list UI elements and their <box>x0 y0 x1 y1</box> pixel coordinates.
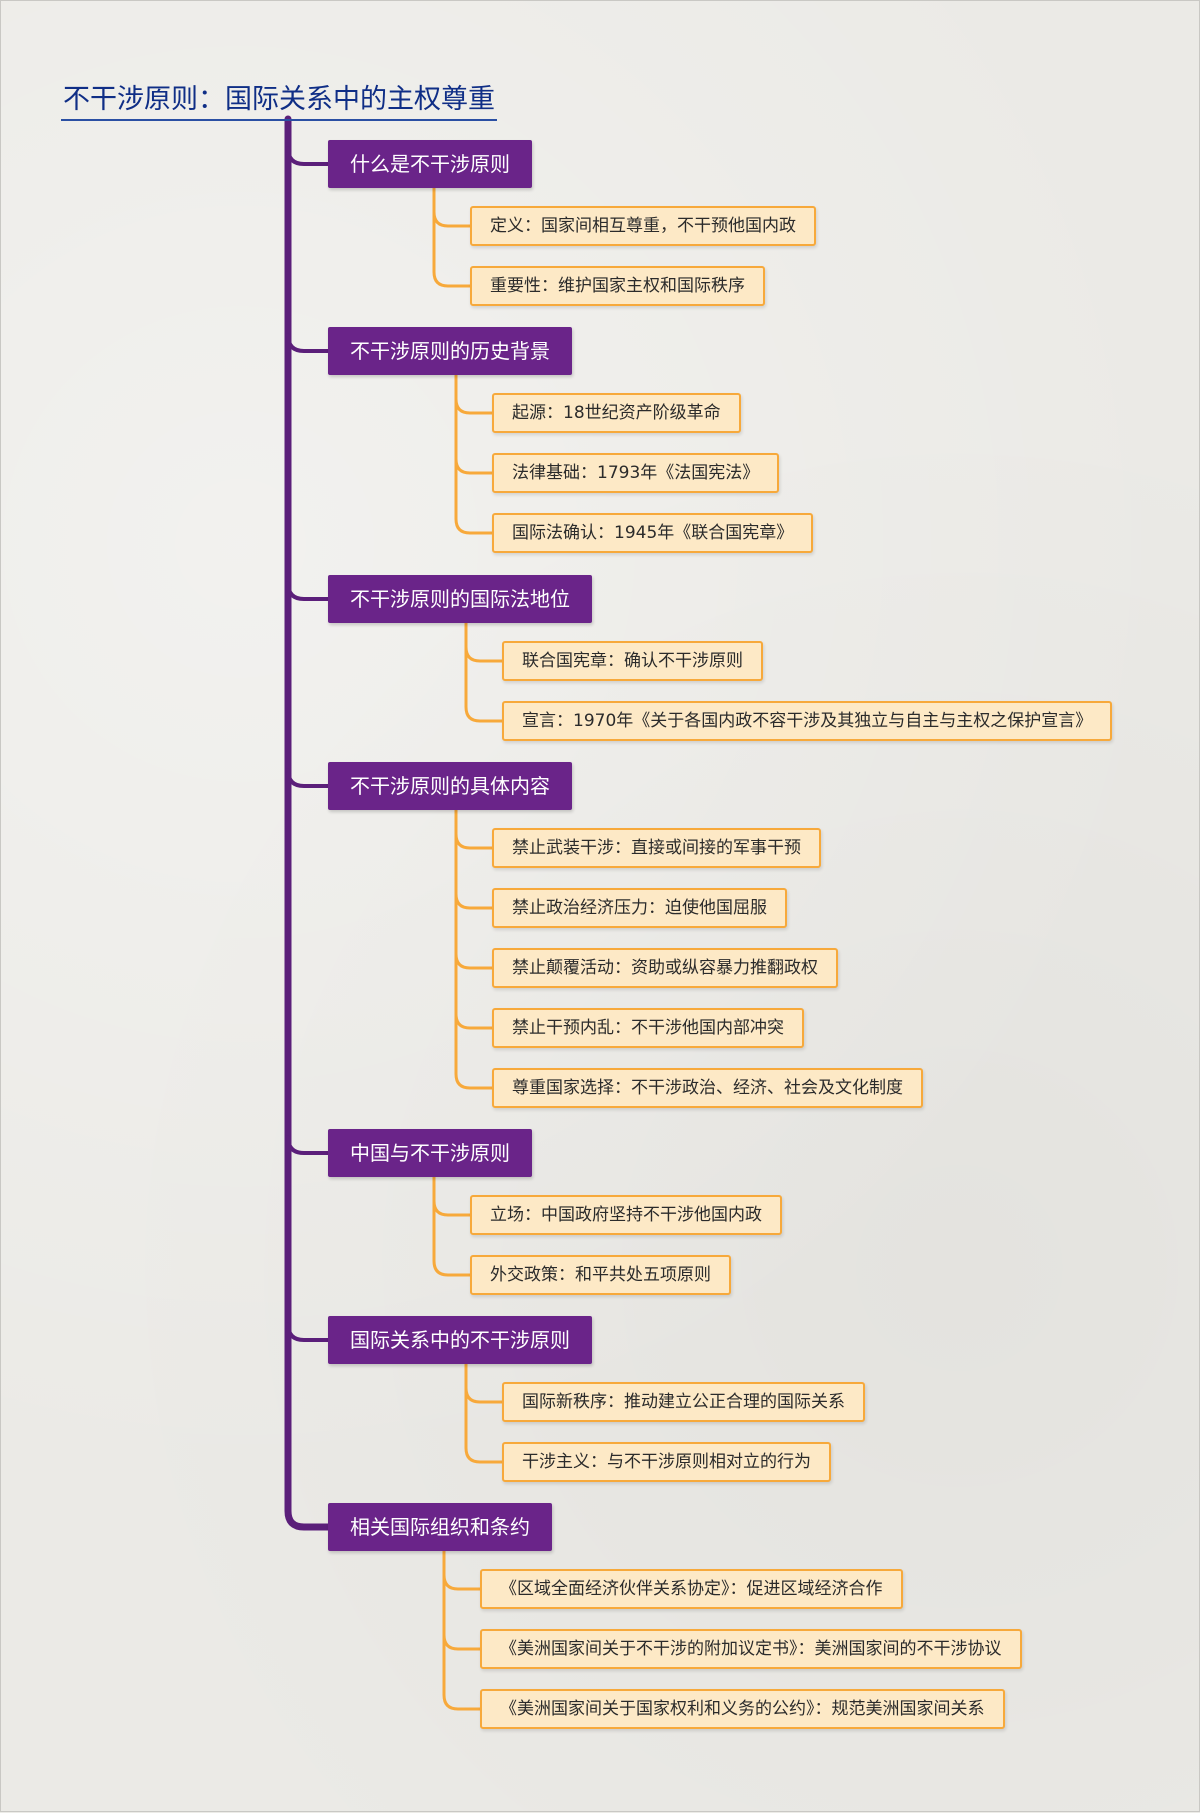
leaf-connector-line <box>432 186 472 288</box>
category-organizations-treaties[interactable]: 相关国际组织和条约 <box>328 1503 552 1551</box>
leaf-connector-line <box>454 892 494 910</box>
category-branch-line <box>286 146 330 166</box>
leaf-intl-law-confirmation[interactable]: 国际法确认：1945年《联合国宪章》 <box>492 513 814 553</box>
category-branch-line <box>286 1322 330 1342</box>
trunk-line <box>284 115 332 1531</box>
leaf-armed-intervention[interactable]: 禁止武装干涉：直接或间接的军事干预 <box>492 828 821 868</box>
leaf-connector-line <box>464 645 504 663</box>
category-intl-relations[interactable]: 国际关系中的不干涉原则 <box>328 1316 592 1364</box>
leaf-connector-line <box>454 952 494 970</box>
leaf-civil-strife[interactable]: 禁止干预内乱：不干涉他国内部冲突 <box>492 1008 804 1048</box>
leaf-1970-declaration[interactable]: 宣言：1970年《关于各国内政不容干涉及其独立与自主与主权之保护宣言》 <box>502 701 1113 741</box>
leaf-connector-line <box>454 1012 494 1030</box>
leaf-interventionism[interactable]: 干涉主义：与不干涉原则相对立的行为 <box>502 1442 831 1482</box>
leaf-connector-line <box>454 457 494 475</box>
mindmap-title: 不干涉原则：国际关系中的主权尊重 <box>61 81 497 121</box>
leaf-political-economic-pressure[interactable]: 禁止政治经济压力：迫使他国屈服 <box>492 888 787 928</box>
leaf-connector-line <box>432 1199 472 1217</box>
leaf-legal-basis[interactable]: 法律基础：1793年《法国宪法》 <box>492 453 780 493</box>
leaf-importance[interactable]: 重要性：维护国家主权和国际秩序 <box>470 266 765 306</box>
leaf-connector-line <box>432 1175 472 1277</box>
category-history[interactable]: 不干涉原则的历史背景 <box>328 327 572 375</box>
leaf-connector-line <box>442 1573 482 1591</box>
leaf-connector-line <box>464 621 504 723</box>
category-specific-content[interactable]: 不干涉原则的具体内容 <box>328 762 572 810</box>
leaf-connector-line <box>454 832 494 850</box>
category-what-is[interactable]: 什么是不干涉原则 <box>328 140 532 188</box>
leaf-respect-choice[interactable]: 尊重国家选择：不干涉政治、经济、社会及文化制度 <box>492 1068 923 1108</box>
leaf-connector-line <box>454 373 494 535</box>
leaf-definition[interactable]: 定义：国家间相互尊重，不干预他国内政 <box>470 206 816 246</box>
leaf-connector-line <box>454 397 494 415</box>
category-branch-line <box>286 768 330 788</box>
leaf-connector-line <box>464 1362 504 1464</box>
leaf-connector-line <box>442 1633 482 1651</box>
leaf-additional-protocol[interactable]: 《美洲国家间关于不干涉的附加议定书》：美洲国家间的不干涉协议 <box>480 1629 1022 1669</box>
leaf-connector-line <box>464 1386 504 1404</box>
leaf-connector-line <box>442 1549 482 1711</box>
category-branch-line <box>286 1135 330 1155</box>
leaf-new-order[interactable]: 国际新秩序：推动建立公正合理的国际关系 <box>502 1382 865 1422</box>
leaf-un-charter[interactable]: 联合国宪章：确认不干涉原则 <box>502 641 763 681</box>
leaf-rcep[interactable]: 《区域全面经济伙伴关系协定》：促进区域经济合作 <box>480 1569 903 1609</box>
leaf-connector-line <box>432 210 472 228</box>
leaf-connector-line <box>454 808 494 1090</box>
category-branch-line <box>286 581 330 601</box>
category-branch-line <box>286 333 330 353</box>
leaf-rights-duties-convention[interactable]: 《美洲国家间关于国家权利和义务的公约》：规范美洲国家间关系 <box>480 1689 1005 1729</box>
leaf-subversion[interactable]: 禁止颠覆活动：资助或纵容暴力推翻政权 <box>492 948 838 988</box>
leaf-china-position[interactable]: 立场：中国政府坚持不干涉他国内政 <box>470 1195 782 1235</box>
category-china[interactable]: 中国与不干涉原则 <box>328 1129 532 1177</box>
leaf-foreign-policy[interactable]: 外交政策：和平共处五项原则 <box>470 1255 731 1295</box>
category-intl-law-status[interactable]: 不干涉原则的国际法地位 <box>328 575 592 623</box>
leaf-origin[interactable]: 起源：18世纪资产阶级革命 <box>492 393 741 433</box>
